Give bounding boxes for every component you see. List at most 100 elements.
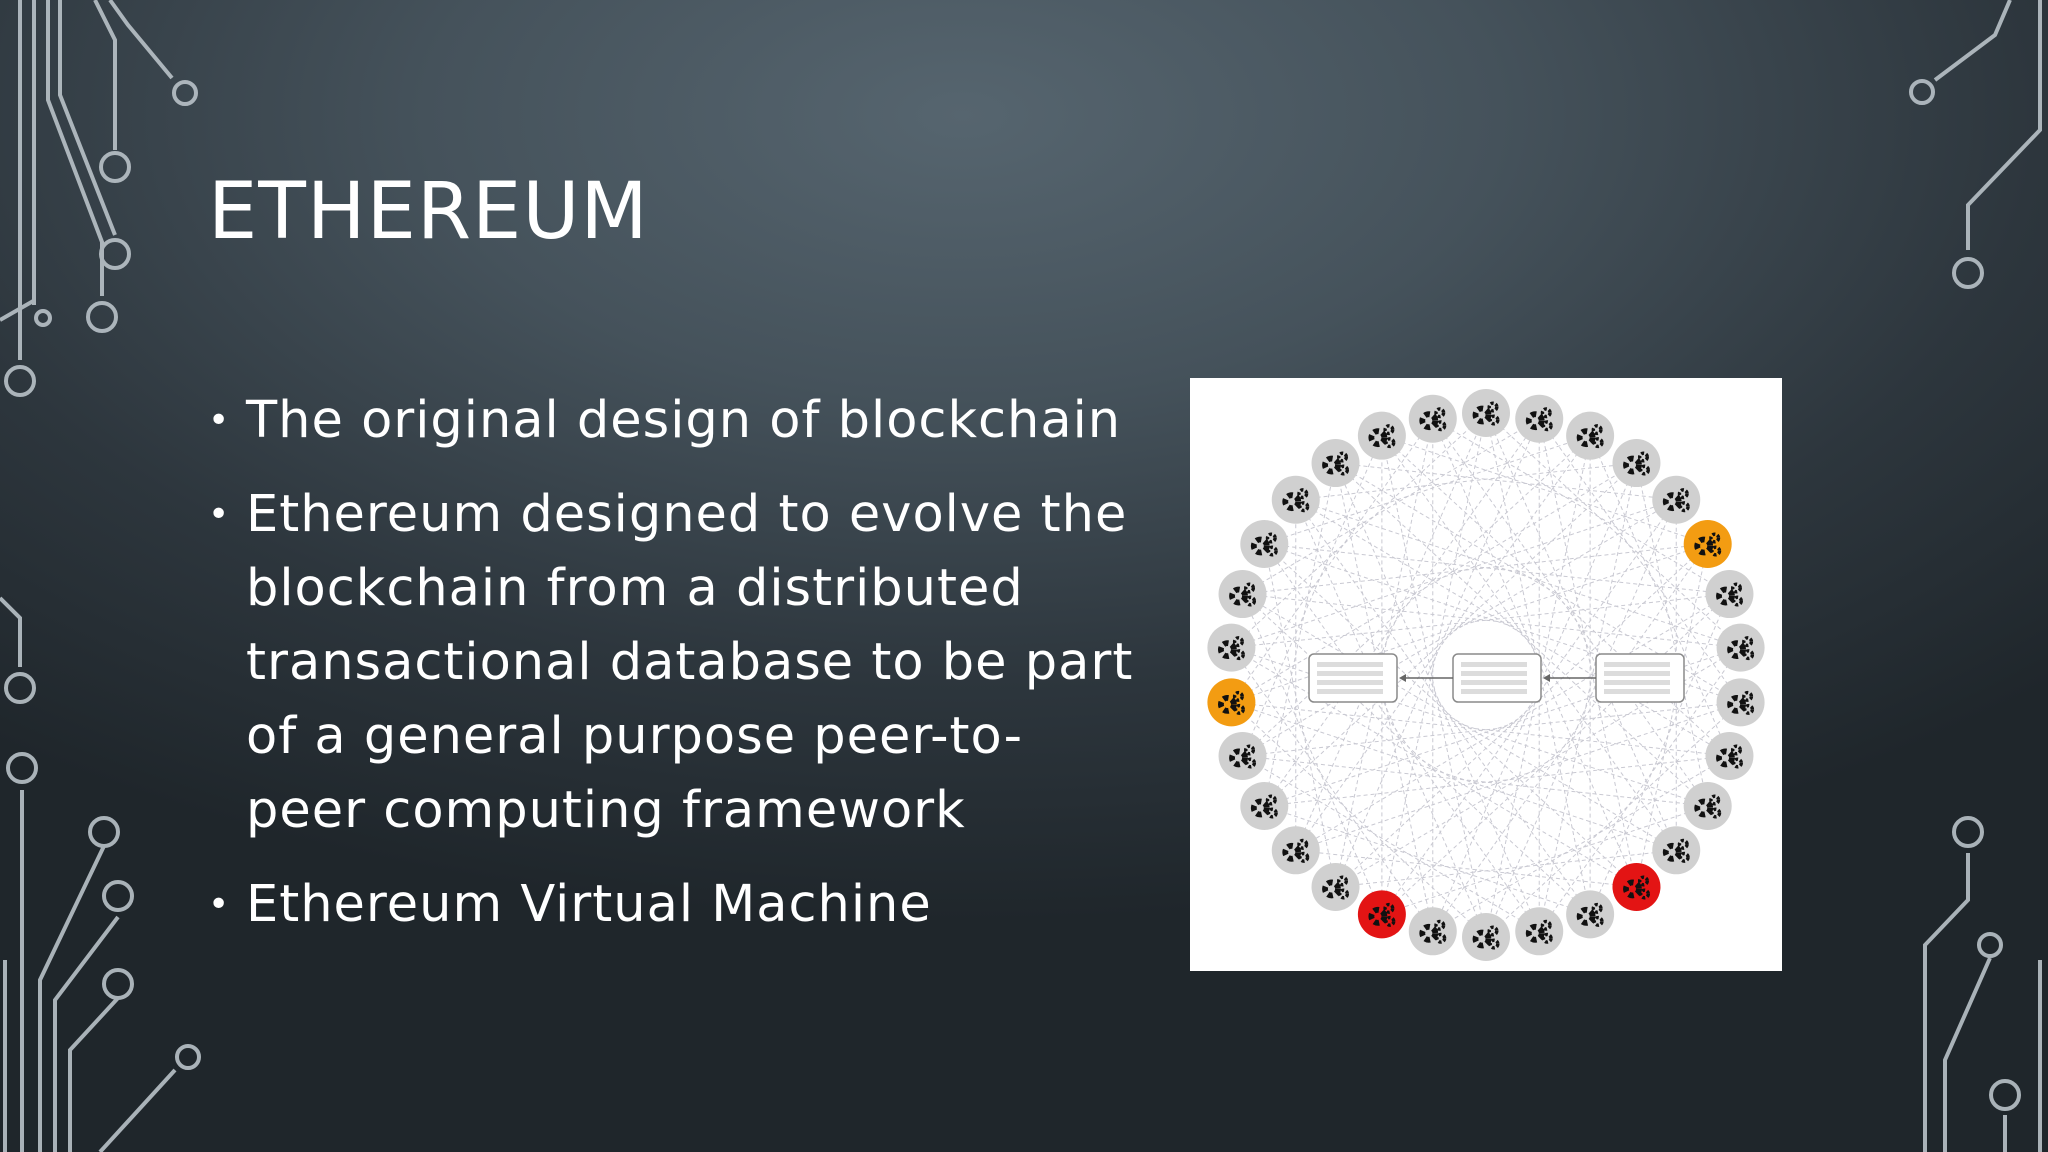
gear-icon xyxy=(1384,437,1396,449)
peer-link xyxy=(1264,805,1591,915)
gear-icon xyxy=(1576,428,1596,448)
peer-link xyxy=(1295,593,1730,851)
peer-link xyxy=(1381,593,1730,915)
peer-link xyxy=(1589,593,1730,915)
gear-icon xyxy=(1488,938,1500,950)
peer-link xyxy=(1263,462,1337,807)
peer-link xyxy=(1263,543,1637,888)
peer-node xyxy=(1408,907,1457,956)
peer-link xyxy=(1635,462,1709,807)
peer-link xyxy=(1295,499,1741,649)
peer-node xyxy=(1218,731,1267,780)
gear-icon xyxy=(1662,492,1682,512)
peer-link xyxy=(1381,435,1677,851)
peer-link xyxy=(1538,462,1637,932)
peer-link xyxy=(1231,462,1637,703)
peer-link xyxy=(1381,412,1487,915)
arrow-head xyxy=(1399,674,1406,682)
peer-link xyxy=(1231,647,1637,888)
gear-icon xyxy=(1487,925,1499,937)
peer-link xyxy=(1264,543,1730,595)
gear-icon xyxy=(1730,744,1742,756)
peer-link xyxy=(1242,593,1677,851)
peer-node xyxy=(1515,394,1564,443)
gear-icon xyxy=(1265,794,1277,806)
bullet-text: Ethereum designed to evolve the blockcha… xyxy=(246,485,1134,840)
peer-link xyxy=(1335,462,1677,501)
gear-icon xyxy=(1591,424,1603,436)
peer-node xyxy=(1683,782,1732,830)
arrow-head xyxy=(1543,674,1550,682)
gear-icon xyxy=(1384,915,1396,927)
peer-node xyxy=(1271,826,1320,875)
peer-link xyxy=(1231,702,1487,938)
peer-link xyxy=(1485,702,1741,938)
peer-link xyxy=(1432,755,1730,932)
gear-icon xyxy=(1710,807,1722,819)
gear-icon xyxy=(1677,488,1689,500)
gear-icon xyxy=(1710,545,1722,557)
peer-node xyxy=(1357,411,1406,460)
gear-icon xyxy=(1434,919,1446,931)
peer-link xyxy=(1295,849,1637,888)
peer-node xyxy=(1515,907,1564,956)
gear-icon xyxy=(1298,851,1310,863)
peer-link xyxy=(1263,543,1540,932)
peer-link xyxy=(1242,435,1383,757)
peer-node xyxy=(1462,913,1510,961)
gear-icon xyxy=(1232,690,1244,702)
bullet-dot: • xyxy=(208,494,231,535)
gear-icon xyxy=(1229,586,1248,606)
gear-icon xyxy=(1678,501,1690,513)
gear-icon xyxy=(1592,437,1604,449)
gear-icon xyxy=(1419,411,1439,431)
peer-node xyxy=(1311,439,1360,488)
peer-node xyxy=(1652,475,1701,524)
peer-link xyxy=(1242,418,1540,595)
gear-icon xyxy=(1709,532,1721,544)
peer-link xyxy=(1485,412,1677,851)
peer-link xyxy=(1295,462,1637,501)
gear-icon xyxy=(1472,929,1492,949)
gear-icon xyxy=(1217,640,1237,660)
peer-link xyxy=(1381,499,1677,915)
gear-icon xyxy=(1282,492,1302,512)
peer-link xyxy=(1485,435,1591,938)
peer-link xyxy=(1295,435,1591,851)
peer-node xyxy=(1240,520,1289,568)
gear-icon xyxy=(1716,586,1735,606)
gear-icon xyxy=(1742,690,1754,702)
peer-link xyxy=(1335,543,1709,888)
gear-icon xyxy=(1250,536,1270,556)
bullet-item: • Ethereum designed to evolve the blockc… xyxy=(208,478,1138,848)
gear-icon xyxy=(1265,532,1277,544)
peer-link xyxy=(1381,805,1708,915)
peer-node xyxy=(1716,678,1765,727)
peer-network-graph xyxy=(1207,389,1765,961)
gear-icon xyxy=(1383,902,1395,914)
gear-icon xyxy=(1337,451,1349,463)
gear-icon xyxy=(1434,407,1446,419)
peer-link xyxy=(1230,418,1434,703)
gear-icon xyxy=(1419,923,1439,943)
block xyxy=(1595,653,1685,703)
gear-icon xyxy=(1623,879,1642,899)
peer-node xyxy=(1705,731,1754,780)
peer-link xyxy=(1231,499,1677,649)
bullet-item: • Ethereum Virtual Machine xyxy=(208,868,1138,942)
peer-link xyxy=(1242,593,1383,915)
gear-icon xyxy=(1337,875,1349,887)
peer-node xyxy=(1705,570,1754,619)
peer-link xyxy=(1432,543,1709,932)
gear-icon xyxy=(1525,923,1545,943)
gear-icon xyxy=(1322,879,1341,899)
peer-node xyxy=(1652,826,1701,875)
peer-link xyxy=(1538,418,1637,888)
gear-icon xyxy=(1731,757,1743,769)
gear-icon xyxy=(1244,744,1256,756)
peer-link xyxy=(1635,543,1709,888)
gear-icon xyxy=(1297,838,1309,850)
gear-icon xyxy=(1662,842,1682,862)
peer-node xyxy=(1462,389,1510,437)
